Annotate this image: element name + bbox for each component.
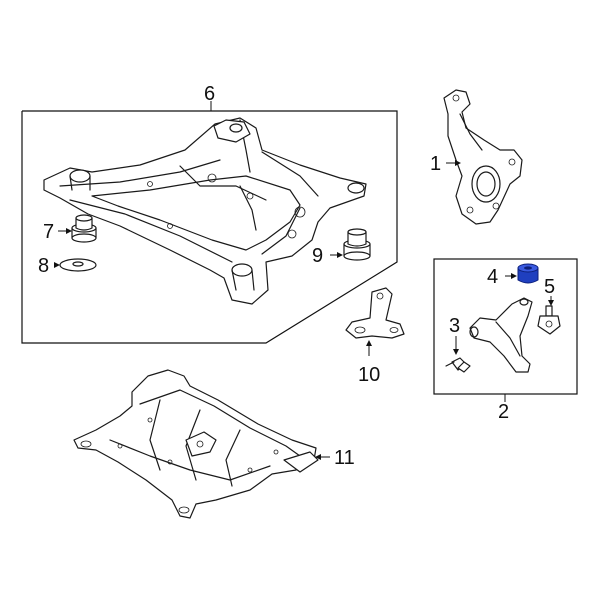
- callout-3-arrow: [453, 349, 459, 355]
- callout-3[interactable]: 3: [449, 315, 460, 337]
- callout-4-arrow: [511, 273, 517, 279]
- part-11-skid-plate-icon[interactable]: [73, 369, 319, 519]
- callout-7[interactable]: 7: [43, 221, 54, 243]
- callout-9-arrow: [337, 252, 343, 258]
- callout-1-arrow: [455, 160, 461, 166]
- lower-control-arm-icon[interactable]: [469, 297, 533, 373]
- crossmember-group: 6: [21, 83, 398, 344]
- callout-9[interactable]: 9: [312, 245, 323, 267]
- control-arm-group: 2 4 5: [433, 258, 578, 423]
- callout-1[interactable]: 1: [430, 153, 441, 175]
- part-8-washer-icon[interactable]: [59, 258, 97, 272]
- part-9-bushing-icon[interactable]: [343, 228, 371, 261]
- crossmember-icon: [43, 117, 367, 305]
- callout-5[interactable]: 5: [544, 276, 555, 298]
- callout-2[interactable]: 2: [498, 401, 509, 423]
- part-3-bolt-icon[interactable]: [445, 357, 471, 373]
- callout-6[interactable]: 6: [204, 83, 215, 105]
- part-10-bracket-icon[interactable]: [345, 287, 405, 339]
- callout-11[interactable]: 11: [334, 447, 355, 469]
- callout-8[interactable]: 8: [38, 255, 49, 277]
- callout-8-arrow: [54, 262, 60, 268]
- part-4-bushing-icon[interactable]: [517, 263, 539, 284]
- callout-10[interactable]: 10: [358, 364, 380, 386]
- callout-4[interactable]: 4: [487, 266, 498, 288]
- crossmember-group-box: [21, 110, 398, 344]
- part-1-knuckle-icon[interactable]: [443, 89, 523, 225]
- part-7-bushing-icon[interactable]: [71, 214, 97, 243]
- callout-7-arrow: [66, 228, 72, 234]
- callout-10-arrow: [366, 340, 372, 346]
- callout-5-arrow: [548, 300, 554, 306]
- part-5-ball-joint-icon[interactable]: [537, 305, 561, 335]
- callout-11-arrow: [315, 454, 321, 460]
